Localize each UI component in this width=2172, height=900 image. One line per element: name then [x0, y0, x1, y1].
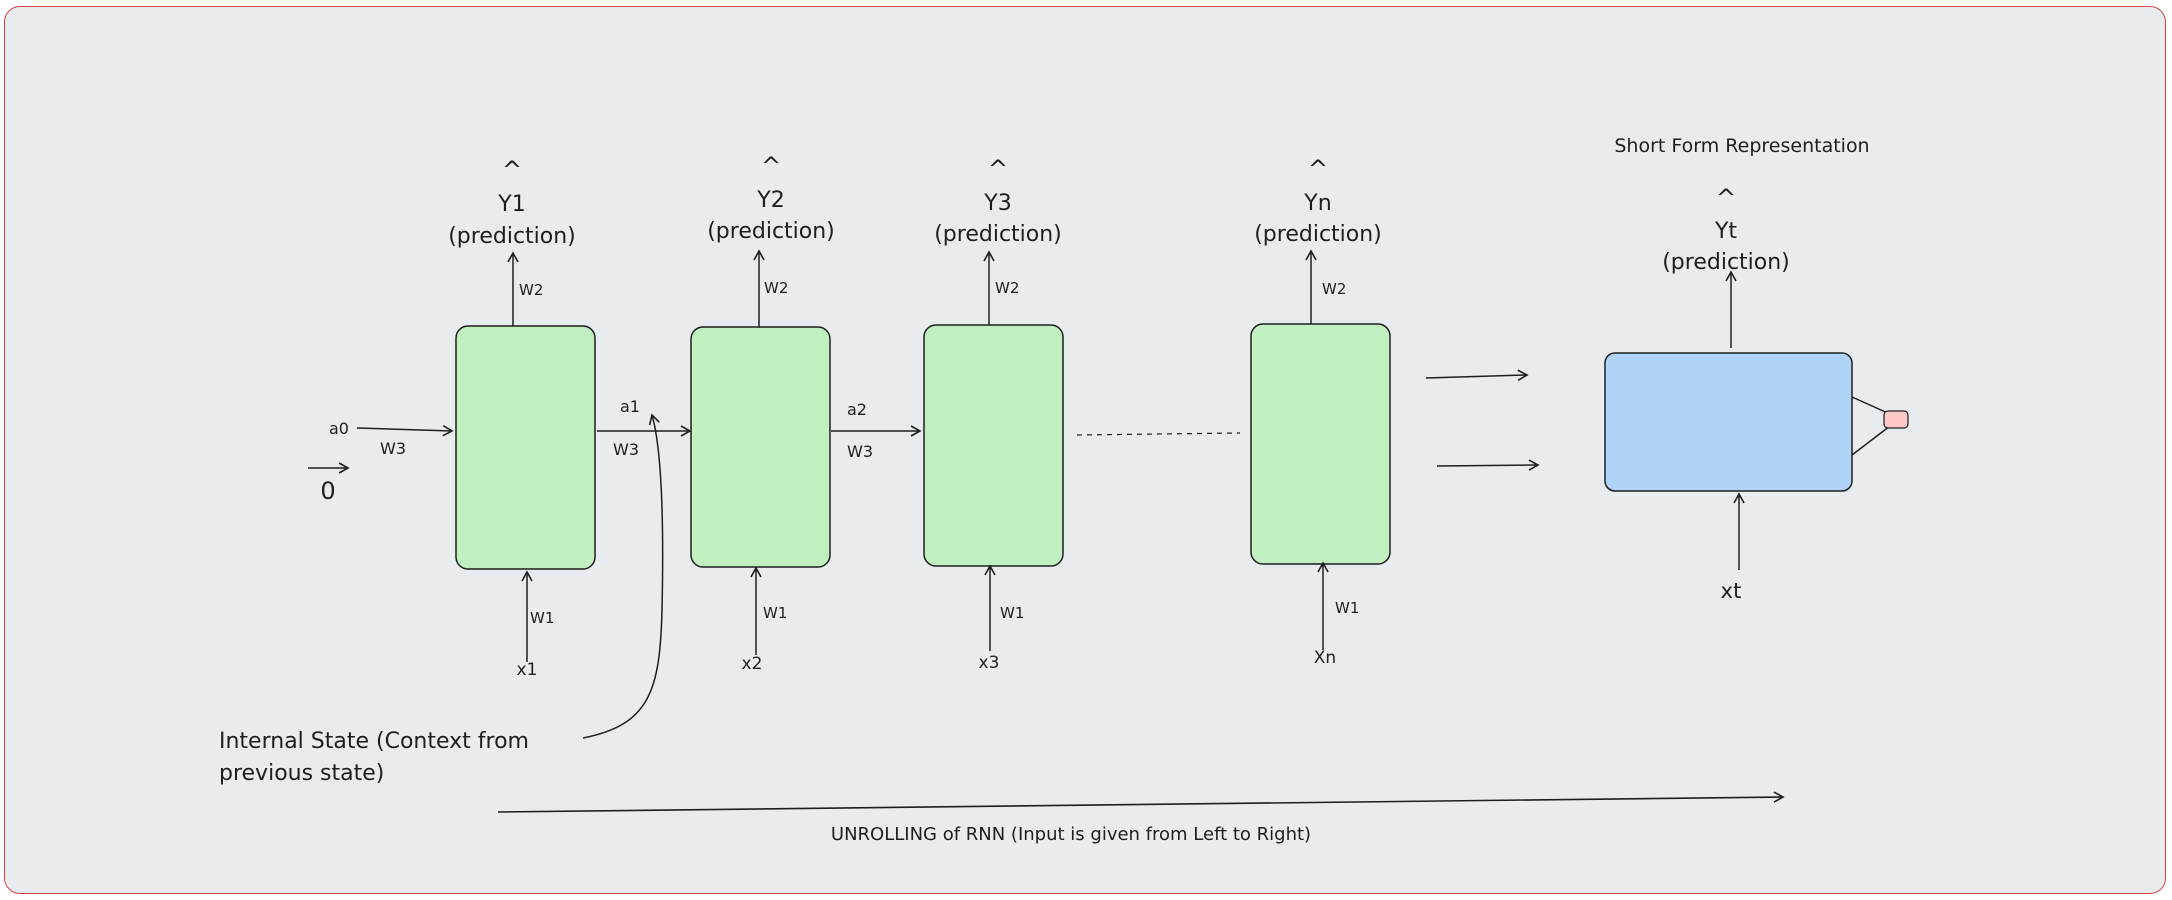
- short-form-prediction-label: (prediction): [1662, 250, 1790, 275]
- cell-3-output-label: Y3: [983, 191, 1011, 216]
- cell-n-box: [1250, 323, 1391, 565]
- cell-2-hat: ^: [761, 152, 781, 180]
- continuation-dashed-line: [1076, 432, 1241, 436]
- cell-n-prediction-label: (prediction): [1254, 222, 1382, 247]
- cell-1-w1-label: W1: [530, 609, 554, 627]
- rnn-cell-n: ^ Yn (prediction) W2 W1 Xn: [1250, 155, 1391, 668]
- short-form-input-label: xt: [1721, 579, 1742, 603]
- cell-2-w1-label: W1: [763, 604, 787, 622]
- internal-state-line-1: Internal State (Context from: [219, 729, 529, 754]
- rnn-cell-2: ^ Y2 (prediction) W2 W1 x2: [690, 152, 835, 674]
- state-a0-label: a0: [329, 419, 349, 438]
- cell-1-box: [455, 325, 596, 570]
- cell-2-box: [690, 326, 831, 568]
- short-form-cell-box: [1604, 352, 1853, 492]
- unrolling-arrow: [497, 791, 1785, 813]
- cell-n-w2-label: W2: [1322, 280, 1346, 298]
- rnn-cell-1: ^ Y1 (prediction) W2 W1 x1: [448, 156, 596, 680]
- rnn-cell-3: ^ Y3 (prediction) W2 W1 x3: [923, 155, 1064, 673]
- short-form-output-label: Yt: [1714, 219, 1737, 244]
- cell-3-w1-label: W1: [1000, 604, 1024, 622]
- short-form-feedback-node: [1883, 410, 1909, 429]
- short-form-feedback-loop: [1851, 396, 1891, 456]
- state-a0-weight: W3: [380, 439, 406, 458]
- state-a2-weight: W3: [847, 442, 873, 461]
- short-form-hat: ^: [1716, 184, 1736, 212]
- short-form-representation: Short Form Representation ^ Yt (predicti…: [1604, 135, 1909, 603]
- cell-1-w2-label: W2: [519, 281, 543, 299]
- cell-3-input-label: x3: [979, 653, 1000, 673]
- short-form-title: Short Form Representation: [1614, 135, 1869, 157]
- cell-3-prediction-label: (prediction): [934, 222, 1062, 247]
- cell-2-output-label: Y2: [756, 188, 784, 213]
- cell-n-input-label: Xn: [1314, 648, 1336, 668]
- cell-2-w2-label: W2: [764, 279, 788, 297]
- transform-arrow-top: [1425, 369, 1529, 381]
- internal-state-line-2: previous state): [219, 761, 384, 786]
- cell-n-hat: ^: [1308, 155, 1328, 183]
- zero-label: 0: [320, 477, 335, 505]
- cell-n-w1-label: W1: [1335, 599, 1359, 617]
- state-a1-weight: W3: [613, 440, 639, 459]
- cell-1-input-label: x1: [517, 660, 538, 680]
- cell-3-box: [923, 324, 1064, 567]
- state-a1-label: a1: [620, 397, 640, 416]
- internal-state-connector: [582, 413, 664, 739]
- cell-3-hat: ^: [988, 155, 1008, 183]
- cell-2-input-label: x2: [742, 654, 763, 674]
- cell-3-w2-label: W2: [995, 279, 1019, 297]
- cell-1-hat: ^: [502, 156, 522, 184]
- cell-1-prediction-label: (prediction): [448, 224, 576, 249]
- state-a0-arrow: [356, 425, 454, 437]
- cell-2-prediction-label: (prediction): [707, 219, 835, 244]
- transform-arrow-bottom: [1436, 459, 1540, 471]
- cell-n-output-label: Yn: [1303, 191, 1331, 216]
- cell-1-output-label: Y1: [497, 192, 525, 217]
- state-a2-label: a2: [847, 400, 867, 419]
- unrolling-label: UNROLLING of RNN (Input is given from Le…: [831, 824, 1311, 845]
